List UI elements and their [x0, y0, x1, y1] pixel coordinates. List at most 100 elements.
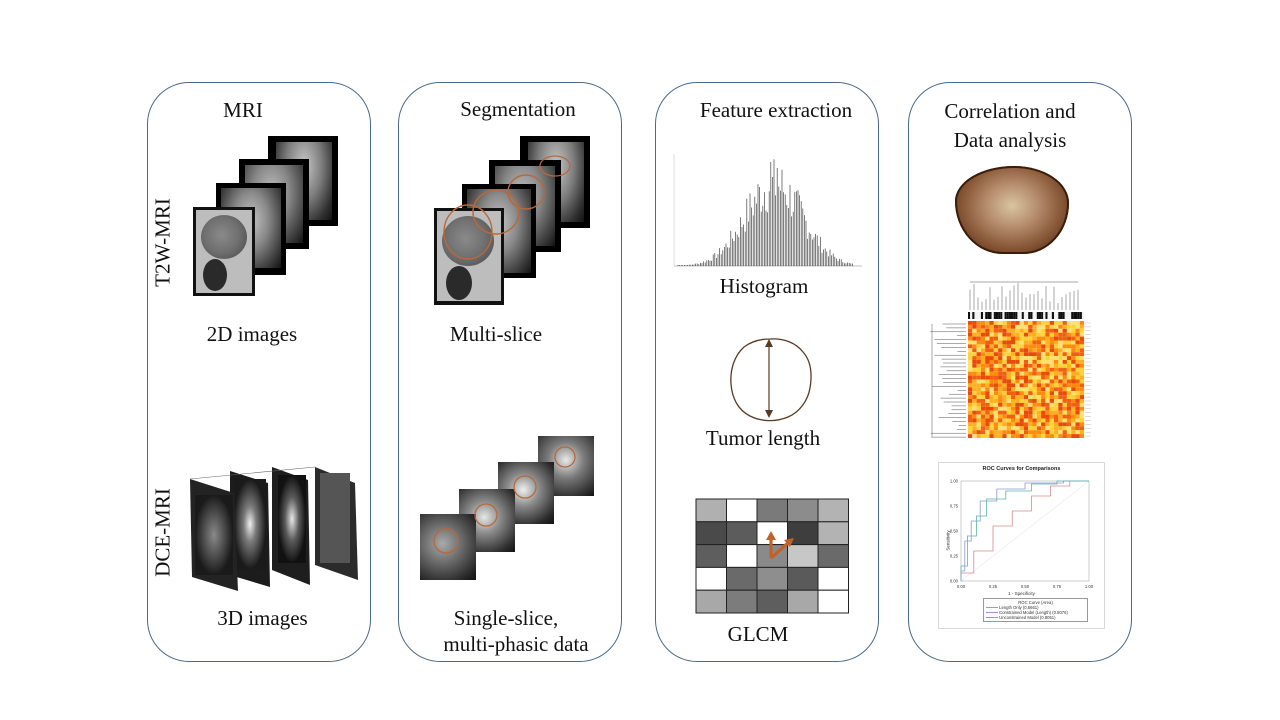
- heatmap-cell: [993, 328, 999, 333]
- heatmap-cell: [1019, 336, 1024, 341]
- heatmap-cell: [1079, 422, 1085, 427]
- heatmap-cell: [976, 375, 981, 380]
- heatmap-cell: [1062, 391, 1067, 396]
- heatmap-cell: [993, 430, 999, 435]
- heatmap-cell: [1011, 434, 1016, 438]
- heatmap-cell: [972, 379, 977, 384]
- heatmap-cell: [1023, 332, 1029, 337]
- heatmap-cell: [1006, 387, 1011, 392]
- heatmap-cell: [1006, 418, 1011, 423]
- heatmap-sidebar-cell: [968, 312, 971, 319]
- heatmap-cell: [993, 402, 999, 407]
- heatmap-cell: [1045, 360, 1050, 364]
- heatmap-sidebar-cell: [1047, 312, 1050, 319]
- heatmap-cell: [993, 426, 999, 431]
- heatmap-cell: [1019, 344, 1024, 349]
- heatmap-cell: [1049, 321, 1054, 325]
- heatmap-cell: [989, 391, 994, 396]
- heatmap-cell: [993, 360, 999, 364]
- heatmap-cell: [1062, 383, 1067, 388]
- heatmap-cell: [1006, 414, 1011, 419]
- heatmap-cell: [1079, 434, 1085, 438]
- heatmap-cell: [1023, 418, 1029, 423]
- roc-y-tick: 0.25: [950, 554, 959, 559]
- heatmap-cell: [968, 352, 973, 357]
- heatmap-cell: [1019, 360, 1024, 364]
- heatmap-cell: [1075, 367, 1080, 372]
- heatmap-cell: [1058, 418, 1063, 423]
- heatmap-cell: [1032, 379, 1037, 384]
- roc-y-tick: 0.75: [950, 504, 959, 509]
- heatmap-cell: [1071, 371, 1076, 376]
- heatmap-cell: [993, 399, 999, 403]
- heatmap-cell: [1045, 371, 1050, 376]
- heatmap-cell: [1075, 328, 1080, 333]
- heatmap-cell: [1071, 430, 1076, 435]
- heatmap-cell: [1015, 356, 1020, 360]
- heatmap-cell: [1054, 367, 1059, 372]
- heatmap-cell: [1066, 391, 1072, 396]
- heatmap-cell: [1028, 371, 1033, 376]
- roc-y-tick: 1.00: [950, 479, 959, 484]
- heatmap-cell: [972, 324, 977, 329]
- heatmap-cell: [1066, 348, 1072, 353]
- heatmap-cell: [1019, 395, 1024, 399]
- heatmap-cell: [1023, 363, 1029, 368]
- heatmap-cell: [1079, 399, 1085, 403]
- heatmap-cell: [1049, 410, 1054, 415]
- heatmap-cell: [1071, 426, 1076, 431]
- heatmap-cell: [1079, 406, 1085, 411]
- glcm-caption: GLCM: [727, 622, 789, 646]
- heatmap-cell: [1028, 324, 1033, 329]
- heatmap-cell: [980, 422, 986, 427]
- heatmap-cell: [1011, 426, 1016, 431]
- heatmap-cell: [1011, 328, 1016, 333]
- heatmap-sidebar-cell: [1079, 312, 1082, 319]
- heatmap-cell: [1071, 395, 1076, 399]
- roc-diagonal: [960, 480, 1090, 582]
- heatmap-cell: [1028, 344, 1033, 349]
- heatmap-cell: [968, 414, 973, 419]
- heatmap-cell: [1019, 363, 1024, 368]
- roc-legend-item: Unconstrained Model (0.8051): [986, 615, 1085, 620]
- glcm-cell: [787, 566, 819, 591]
- heatmap-cell: [1058, 340, 1063, 345]
- heatmap-cell: [1058, 414, 1063, 419]
- heatmap-cell: [980, 383, 986, 388]
- heatmap-cell: [972, 414, 977, 419]
- heatmap-cell: [968, 324, 973, 329]
- heatmap-cell: [1045, 324, 1050, 329]
- heatmap-cell: [1028, 395, 1033, 399]
- heatmap-cell: [1036, 348, 1042, 353]
- glcm-cell: [787, 589, 819, 614]
- heatmap-cell: [1023, 367, 1029, 372]
- heatmap-cell: [1011, 321, 1016, 325]
- heatmap-cell: [972, 348, 977, 353]
- heatmap-sidebar-cell: [1032, 312, 1035, 319]
- heatmap-cell: [972, 395, 977, 399]
- heatmap-cell: [1066, 332, 1072, 337]
- heatmap-cell: [998, 363, 1003, 368]
- heatmap-cell: [976, 332, 981, 337]
- heatmap-sidebar-cell: [1004, 312, 1007, 319]
- heatmap-cell: [1071, 321, 1076, 325]
- heatmap-cell: [1066, 402, 1072, 407]
- heatmap-cell: [1002, 383, 1007, 388]
- heatmap-cell: [976, 414, 981, 419]
- heatmap-cell: [1023, 379, 1029, 384]
- heatmap-cell: [968, 332, 973, 337]
- heatmap-cell: [1015, 383, 1020, 388]
- heatmap-cell: [1011, 379, 1016, 384]
- roc-x-tick: 0.75: [1053, 584, 1062, 589]
- heatmap-cell: [976, 430, 981, 435]
- heatmap-cell: [1023, 430, 1029, 435]
- heatmap-cell: [998, 371, 1003, 376]
- heatmap-cell: [1036, 434, 1042, 438]
- heatmap-cell: [1058, 321, 1063, 325]
- heatmap-cell: [980, 418, 986, 423]
- heatmap-cell: [998, 356, 1003, 360]
- heatmap-cell: [1002, 352, 1007, 357]
- dce-caption: 3D images: [217, 606, 308, 630]
- heatmap-cell: [1062, 402, 1067, 407]
- heatmap-cell: [1015, 422, 1020, 427]
